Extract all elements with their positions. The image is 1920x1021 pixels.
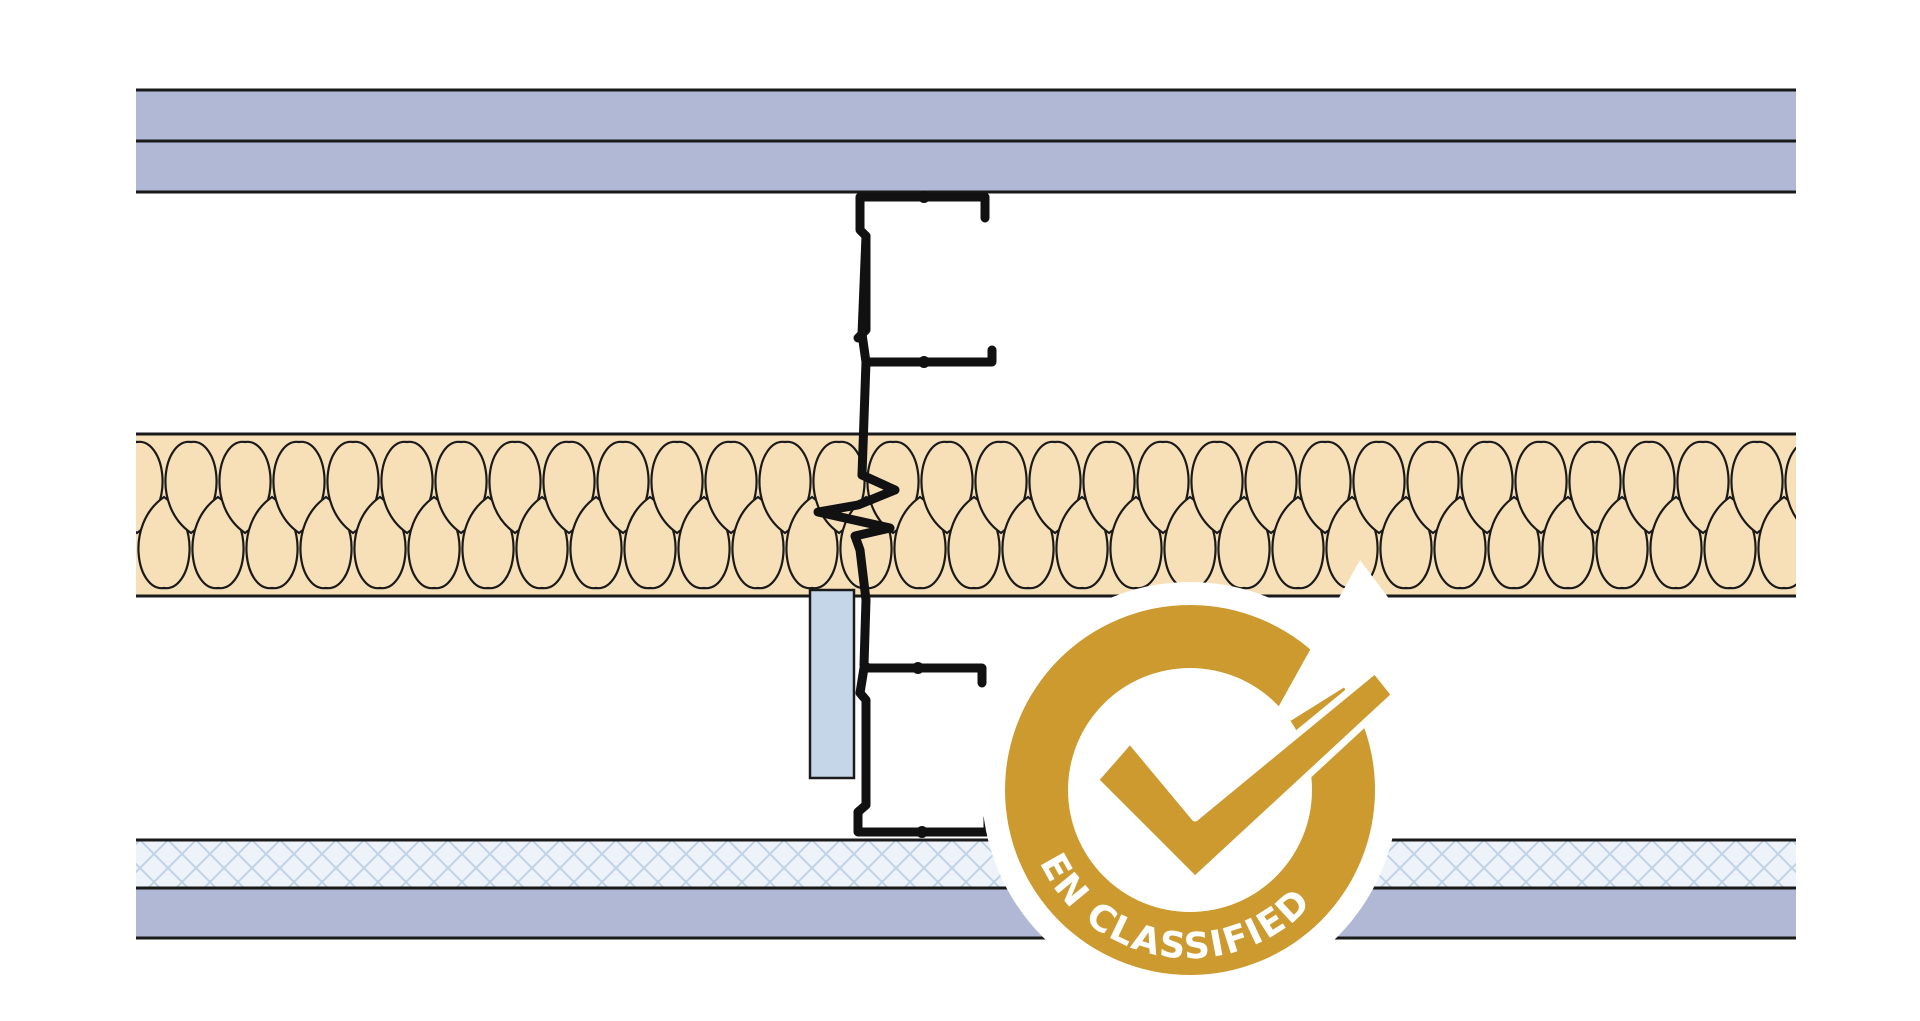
packer-strip [808,588,856,780]
en-classified-badge: EN CLASSIFIED [982,560,1420,998]
insulation-fibre [1784,446,1796,520]
insulation-fibre [1757,495,1796,590]
insulation-fibre [1812,497,1863,588]
insulation-layer [136,432,1863,598]
top-plasterboard [136,88,1796,194]
bottom-boards [136,838,1796,940]
steel-stud-profile [813,192,997,837]
checkmark-icon [1091,666,1399,884]
